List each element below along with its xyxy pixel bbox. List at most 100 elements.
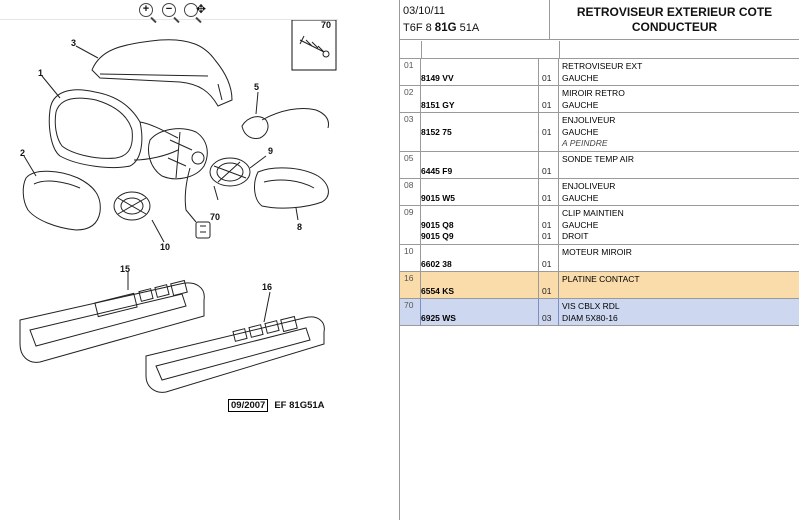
callout-16: 16 — [262, 282, 272, 292]
header-info: 03/10/11 T6F 8 81G 51A — [400, 0, 550, 40]
part-number-cell: 8149 VV — [421, 59, 539, 85]
part-8-trim-shape[interactable] — [254, 167, 329, 209]
quantity: 01 — [542, 126, 552, 137]
move-icon[interactable]: ✥ — [196, 2, 207, 16]
quantity: 03 — [542, 312, 552, 323]
description-line: GAUCHE — [562, 72, 599, 83]
description-line: GAUCHE — [562, 219, 599, 230]
stamp-ref: EF 81G51A — [274, 400, 325, 411]
row-index: 70 — [400, 299, 421, 325]
quantity: 01 — [542, 231, 552, 241]
header-code-bold: 81G — [434, 22, 457, 34]
part-number[interactable]: 6445 F9 — [421, 165, 453, 176]
part-number[interactable]: 6925 WS — [421, 312, 456, 323]
part-number[interactable]: 8151 GY — [421, 99, 455, 110]
description-line: A PEINDRE — [562, 138, 608, 148]
table-spacer-row — [400, 41, 799, 59]
description-line: PLATINE CONTACT — [562, 274, 640, 284]
inset-label: 70 — [321, 20, 331, 30]
description-line: RETROVISEUR EXT — [562, 61, 643, 71]
parts-list-pane: 03/10/11 T6F 8 81G 51A RETROVISEUR EXTER… — [400, 0, 800, 520]
inset-70-screw-shape[interactable] — [291, 20, 337, 71]
quantity: 01 — [542, 258, 552, 269]
part-number[interactable]: 6554 KS — [421, 285, 455, 296]
part-1-housing-shape[interactable] — [48, 89, 179, 169]
quantity-cell: 01 — [539, 272, 559, 298]
callout-8: 8 — [297, 222, 302, 232]
part-9-clip-shape[interactable] — [209, 157, 251, 187]
description-cell: SONDE TEMP AIR — [559, 152, 799, 178]
description-line: DIAM 5X80-16 — [562, 312, 618, 323]
part-number[interactable]: 9015 W5 — [421, 192, 456, 203]
row-index: 05 — [400, 152, 421, 178]
description-line: MIROIR RETRO — [562, 88, 625, 98]
callout-70: 70 — [210, 212, 220, 222]
part-10-motor-shape[interactable] — [113, 191, 151, 221]
part-number[interactable]: 8152 75 — [421, 126, 452, 137]
header-code: T6F 8 81G 51A — [403, 22, 480, 34]
zoom-out-icon[interactable]: − — [162, 3, 176, 17]
quantity-cell: 03 — [539, 299, 559, 325]
quantity: 01 — [542, 219, 552, 230]
zoom-reset-icon[interactable] — [184, 3, 198, 17]
callout-10: 10 — [160, 242, 170, 252]
quantity: 01 — [542, 165, 552, 176]
callout-2: 2 — [20, 148, 25, 158]
description-line: DROIT — [562, 231, 589, 241]
description-cell: MOTEUR MIROIR — [559, 245, 799, 271]
part-number[interactable]: 9015 Q9 — [421, 231, 454, 241]
quantity-cell: 01 — [539, 152, 559, 178]
description-line: MOTEUR MIROIR — [562, 247, 632, 257]
diagram-reference-stamp: 09/2007 EF 81G51A — [228, 399, 325, 412]
stamp-date: 09/2007 — [228, 399, 269, 412]
row-index: 01 — [400, 59, 421, 85]
quantity-cell: 01 — [539, 113, 559, 151]
callout-3: 3 — [71, 38, 76, 48]
part-number-cell: 9015 W5 — [421, 179, 539, 205]
part-number-cell: 8151 GY — [421, 86, 539, 112]
callout-15: 15 — [120, 264, 130, 274]
part-number-cell: 6554 KS — [421, 272, 539, 298]
row-index: 10 — [400, 245, 421, 271]
callout-9: 9 — [268, 146, 273, 156]
header-date: 03/10/11 — [403, 5, 446, 17]
description-cell: PLATINE CONTACT — [559, 272, 799, 298]
part-number[interactable]: 6602 38 — [421, 258, 452, 269]
part-5-sensor-shape[interactable] — [241, 107, 329, 139]
description-line: ENJOLIVEUR — [562, 115, 616, 125]
diagram-pane: + − ✥ — [0, 0, 338, 520]
motor-wire-shape[interactable] — [184, 167, 211, 239]
row-index: 02 — [400, 86, 421, 112]
part-3-cover-shape[interactable] — [91, 39, 233, 107]
part-16-switch-panel-shape[interactable] — [145, 315, 325, 393]
part-15-switch-panel-shape[interactable] — [19, 279, 205, 363]
quantity-cell: 01 — [539, 86, 559, 112]
zoom-in-icon[interactable]: + — [139, 3, 153, 17]
part-number-cell: 6445 F9 — [421, 152, 539, 178]
part-number[interactable]: 8149 VV — [421, 72, 454, 83]
mount-bracket-shape[interactable] — [148, 128, 208, 180]
description-line: SONDE TEMP AIR — [562, 154, 634, 164]
part-number-cell: 8152 75 — [421, 113, 539, 151]
exploded-parts-diagram: 1 2 3 5 8 9 10 15 16 70 70 — [19, 20, 337, 393]
row-index: 03 — [400, 113, 421, 151]
callout-1: 1 — [38, 68, 43, 78]
row-index: 09 — [400, 206, 421, 244]
part-number[interactable]: 9015 Q8 — [421, 219, 454, 230]
part-2-glass-shape[interactable] — [22, 170, 101, 231]
quantity-cell: 01 — [539, 245, 559, 271]
